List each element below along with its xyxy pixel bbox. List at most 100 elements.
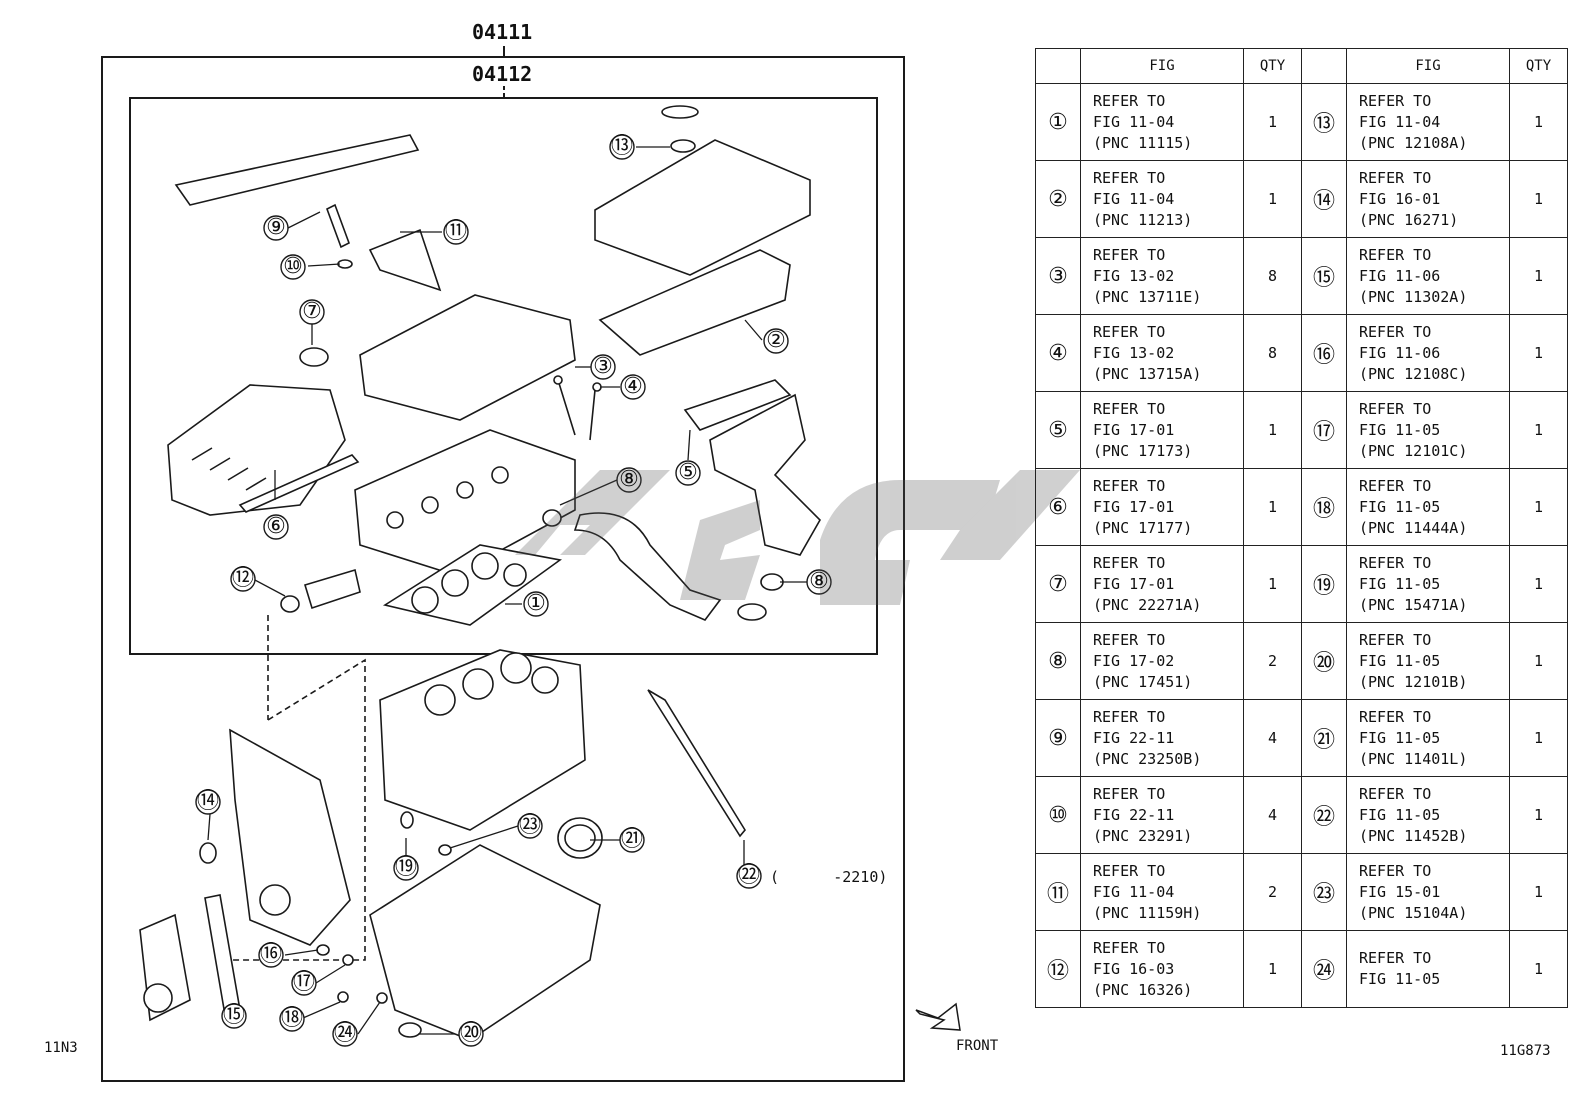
ref-number: ⑳ <box>1312 651 1335 676</box>
ref-number: ⑱ <box>1312 497 1335 522</box>
fig-reference-line: FIG 17-01 <box>1093 574 1175 593</box>
oil-level-gauge <box>647 689 746 838</box>
ref-number: ⑰ <box>1312 420 1335 445</box>
ref-number: ⑯ <box>1312 343 1335 368</box>
ref-number-cell: ⑥ <box>1035 468 1081 546</box>
header-qty-left: QTY <box>1243 48 1302 84</box>
ref-number-cell: ⑨ <box>1035 699 1081 777</box>
ref-number-cell: ⑲ <box>1301 545 1347 623</box>
front-label: FRONT <box>956 1038 999 1054</box>
callout-number: ㉓ <box>518 813 541 838</box>
ref-number: ㉔ <box>1312 959 1335 984</box>
ref-number: ⑥ <box>1048 494 1068 520</box>
ref-number-cell: ⑬ <box>1301 83 1347 161</box>
outer-assembly-frame <box>101 56 905 1082</box>
fig-reference-line: (PNC 13715A) <box>1093 364 1202 383</box>
fig-reference-line: REFER TO <box>1359 949 1432 967</box>
ref-number: ⑲ <box>1312 574 1335 599</box>
fig-reference-line: REFER TO <box>1359 861 1432 880</box>
quantity-cell: 1 <box>1243 468 1302 546</box>
callout-circle <box>806 569 832 595</box>
fig-reference-line: (PNC 16326) <box>1093 980 1193 999</box>
assembly-code-outer: 04111 <box>472 20 533 44</box>
quantity-cell: 1 <box>1509 468 1568 546</box>
fig-reference-line: FIG 16-01 <box>1359 189 1441 208</box>
quantity-cell: 8 <box>1243 314 1302 392</box>
fig-reference-line: (PNC 16271) <box>1359 210 1459 229</box>
callout-circle <box>443 219 469 245</box>
fig-reference-line: FIG 11-04 <box>1093 882 1175 901</box>
callout-circle <box>675 460 701 486</box>
header-fig-left: FIG <box>1080 48 1244 84</box>
ref-number: ⑧ <box>1048 648 1068 674</box>
intake-manifold <box>167 384 346 516</box>
fig-reference-line: REFER TO <box>1359 322 1432 341</box>
fig-reference-line: FIG 11-05 <box>1359 805 1441 824</box>
ref-number-cell: ㉔ <box>1301 930 1347 1008</box>
fig-reference-line: (PNC 23291) <box>1093 826 1193 845</box>
fig-reference-line: REFER TO <box>1359 784 1432 803</box>
oil-filler-gasket <box>670 139 696 153</box>
fig-reference-line: FIG 15-01 <box>1359 882 1441 901</box>
header-num-left <box>1035 48 1081 84</box>
ref-number: ⑫ <box>1046 959 1069 984</box>
quantity-cell: 8 <box>1243 237 1302 315</box>
fig-reference-line: FIG 11-05 <box>1359 574 1441 593</box>
fig-reference-line: (PNC 22271A) <box>1093 595 1202 614</box>
exhaust-manifold <box>709 393 821 556</box>
callout-circle <box>619 827 645 853</box>
callout-number: ④ <box>623 374 643 399</box>
ref-number-cell: ② <box>1035 160 1081 238</box>
ref-number: ④ <box>1048 340 1068 366</box>
callout-number: ⑰ <box>292 970 315 995</box>
diagram-code-right: 11G873 <box>1500 1043 1551 1059</box>
front-pipe <box>573 512 722 621</box>
quantity-cell: 1 <box>1509 237 1568 315</box>
callout-number: ⑱ <box>280 1006 303 1031</box>
callout-number: ㉒ <box>737 863 760 888</box>
injector <box>326 203 350 249</box>
ref-number: ① <box>1048 109 1068 135</box>
fig-reference-line: FIG 11-05 <box>1359 728 1441 747</box>
fig-reference-line: (PNC 11213) <box>1093 210 1193 229</box>
fig-reference-line: FIG 17-02 <box>1093 651 1175 670</box>
oil-filler-cap <box>661 105 699 119</box>
seal-15 <box>199 842 217 864</box>
fig-reference-line: FIG 22-11 <box>1093 728 1175 747</box>
callout-circle <box>763 328 789 354</box>
fig-reference-line: REFER TO <box>1359 476 1432 495</box>
callout-number: ⑲ <box>394 855 417 880</box>
callout-circle <box>195 789 221 815</box>
callout-circle <box>258 942 284 968</box>
fig-reference-line: REFER TO <box>1093 784 1166 803</box>
callout-number: ⑧ <box>809 569 829 594</box>
front-arrow-icon <box>915 1002 961 1031</box>
ref-number: ② <box>1048 186 1068 212</box>
callout-circle <box>263 215 289 241</box>
fig-reference-line: FIG 11-06 <box>1359 343 1441 362</box>
fig-reference-line: (PNC 11444A) <box>1359 518 1468 537</box>
fig-reference-line: FIG 13-02 <box>1093 343 1175 362</box>
ref-number: ⑬ <box>1312 112 1335 137</box>
quantity-cell: 1 <box>1243 83 1302 161</box>
ref-number-cell: ④ <box>1035 314 1081 392</box>
ref-number: ⑭ <box>1312 189 1335 214</box>
quantity-cell: 2 <box>1243 853 1302 931</box>
fig-reference-line: REFER TO <box>1093 168 1166 187</box>
